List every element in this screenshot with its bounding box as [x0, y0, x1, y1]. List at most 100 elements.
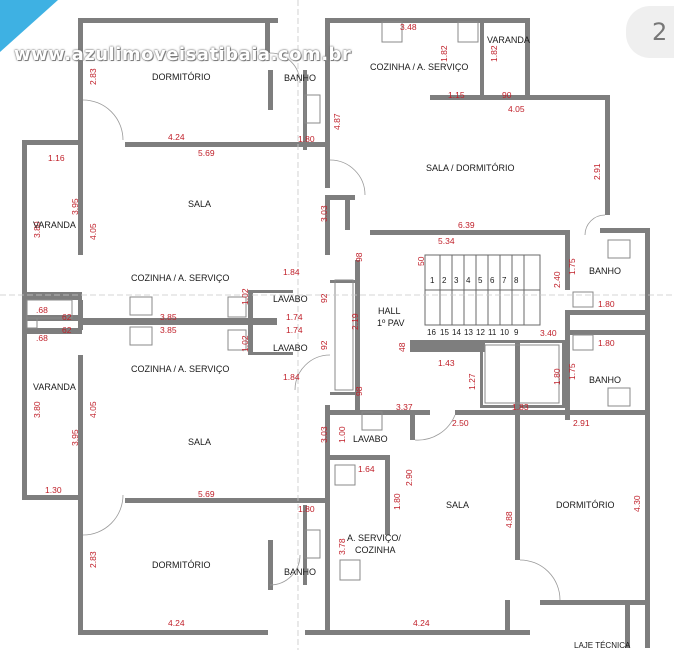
room-label: VARANDA [487, 35, 530, 45]
room-label: COZINHA [355, 545, 396, 555]
stair-step-number: 16 [427, 328, 436, 337]
dim-label: 3.85 [160, 325, 177, 335]
dim-label: 1.84 [283, 267, 300, 277]
stair-step-number: 1 [430, 276, 435, 285]
wall-layer [22, 18, 650, 648]
stair-layer [424, 254, 541, 326]
dim-label: 50 [416, 256, 426, 266]
stair-step-numbers: 1 2 3 4 5 6 7 8 16 15 14 13 12 11 10 9 [427, 276, 519, 337]
dim-label: 92 [319, 293, 329, 303]
dim-label: 2.50 [452, 418, 469, 428]
dim-label: 5.34 [438, 236, 455, 246]
dim-label: 1.74 [286, 312, 303, 322]
stair-step-number: 6 [490, 276, 495, 285]
room-label: 1º PAV [377, 318, 404, 328]
dim-label: .68 [36, 333, 48, 343]
room-label: SALA [188, 437, 211, 447]
room-label: COZINHA / A. SERVIÇO [131, 364, 229, 374]
stair-step-number: 11 [488, 328, 497, 337]
dim-label: 3.95 [70, 198, 80, 215]
page-number: 2 [652, 18, 668, 46]
dim-label: 4.88 [504, 511, 514, 528]
dim-label: 2.83 [88, 551, 98, 568]
dim-label: 4.30 [632, 495, 642, 512]
dim-label: 1.15 [448, 90, 465, 100]
dimension-labels: 3.48 1.82 1.82 2.83 4.87 1.15 90 4.05 4.… [32, 22, 642, 628]
dim-label: 2.91 [573, 418, 590, 428]
room-label: A. SERVIÇO/ [347, 533, 401, 543]
room-label: VARANDA [33, 220, 76, 230]
stair-step-number: 14 [452, 328, 461, 337]
dim-label: 1.02 [240, 288, 250, 305]
dim-label: 3.85 [160, 312, 177, 322]
room-label: SALA / DORMITÓRIO [426, 163, 515, 173]
dim-label: 1.84 [283, 372, 300, 382]
stair-step-number: 8 [514, 276, 519, 285]
room-label: LAVABO [273, 343, 308, 353]
dim-label: 5.69 [198, 148, 215, 158]
stair-step-number: 10 [500, 328, 509, 337]
room-label: SALA [188, 199, 211, 209]
stair-step-number: 4 [466, 276, 471, 285]
dim-label: 1.74 [286, 325, 303, 335]
dim-label: 92 [319, 340, 329, 350]
dim-label: 1.16 [48, 153, 65, 163]
dim-label: 48 [397, 342, 407, 352]
dim-label: 1.82 [439, 45, 449, 62]
dim-label: 1.80 [598, 338, 615, 348]
dim-label: 2.83 [88, 68, 98, 85]
dim-label: 4.24 [168, 132, 185, 142]
page-number-badge: 2 [626, 6, 674, 58]
dim-label: 4.24 [168, 618, 185, 628]
stair-step-number: 9 [514, 328, 519, 337]
room-label: COZINHA / A. SERVIÇO [370, 62, 468, 72]
dim-label: 5.69 [198, 489, 215, 499]
room-label: LAVABO [273, 294, 308, 304]
room-label: BANHO [589, 266, 621, 276]
dim-label: 1.27 [467, 373, 477, 390]
dim-label: 1.64 [358, 464, 375, 474]
dim-label: 3.78 [337, 538, 347, 555]
room-labels: DORMITÓRIO BANHO COZINHA / A. SERVIÇO VA… [33, 35, 631, 650]
room-label: DORMITÓRIO [152, 560, 211, 570]
dim-label: 1.80 [298, 134, 315, 144]
room-label: BANHO [284, 73, 316, 83]
dim-label: 3.03 [319, 426, 329, 443]
room-label: DORMITÓRIO [152, 72, 211, 82]
dim-label: 4.24 [413, 618, 430, 628]
dim-label: 1.75 [567, 363, 577, 380]
dim-label: 3.48 [400, 22, 417, 32]
dim-label: 1.83 [512, 402, 529, 412]
room-label: VARANDA [33, 382, 76, 392]
stair-step-number: 12 [476, 328, 485, 337]
fixture-layer [26, 21, 631, 581]
dim-label: 1.80 [598, 299, 615, 309]
corner-accent [0, 0, 58, 52]
dim-label: 4.87 [332, 113, 342, 130]
stair-step-number: 3 [454, 276, 459, 285]
dim-label: 4.05 [508, 104, 525, 114]
dim-label: 1.43 [438, 358, 455, 368]
dim-label: 3.37 [396, 402, 413, 412]
room-label: BANHO [589, 375, 621, 385]
dim-label: 3.80 [32, 401, 42, 418]
dim-label: 98 [354, 386, 364, 396]
dim-label: 3.03 [319, 205, 329, 222]
room-label: SALA [446, 500, 469, 510]
dim-label: 1.30 [45, 485, 62, 495]
dim-label: 6.39 [458, 220, 475, 230]
dim-label: 2.40 [552, 271, 562, 288]
room-label: LAVABO [353, 434, 388, 444]
dim-label: 98 [354, 252, 364, 262]
stair-step-number: 13 [464, 328, 473, 337]
dim-label: 2.90 [404, 469, 414, 486]
room-label: COZINHA / A. SERVIÇO [131, 273, 229, 283]
dim-label: 4.05 [88, 223, 98, 240]
dim-label: 1.00 [337, 426, 347, 443]
stair-step-number: 5 [478, 276, 483, 285]
dim-label: 2.91 [592, 163, 602, 180]
room-label: HALL [378, 306, 401, 316]
stair-step-number: 7 [502, 276, 507, 285]
dim-label: 1.80 [392, 493, 402, 510]
